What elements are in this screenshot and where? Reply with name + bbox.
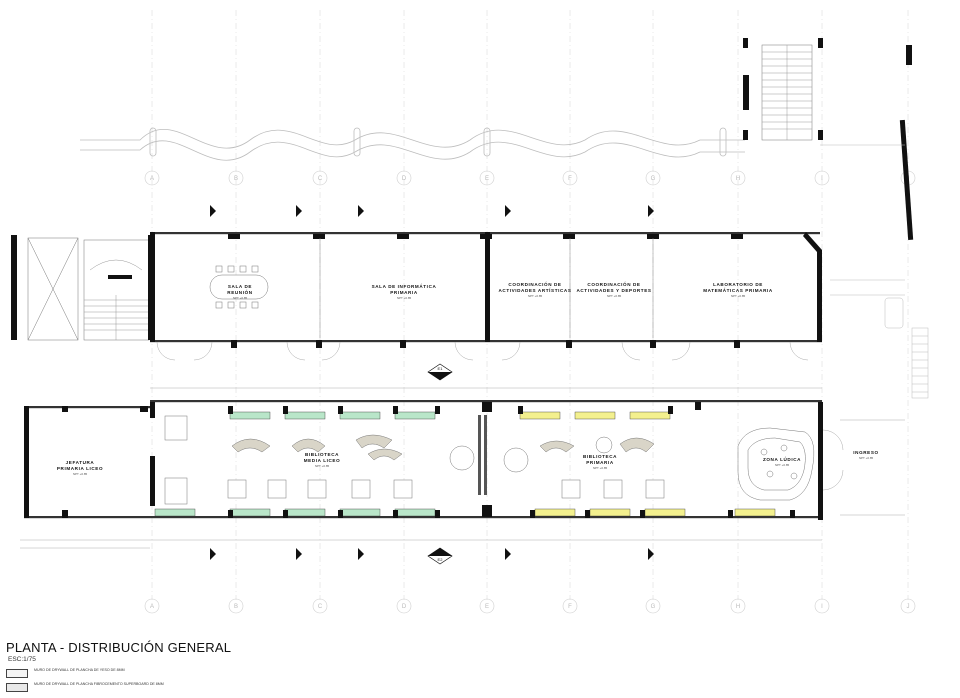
e1-label: E1	[438, 366, 444, 371]
coord-deportes-level: NPT +0.85	[607, 294, 622, 298]
axis-i-bottom: I	[821, 604, 823, 610]
axis-c-bottom: C	[318, 604, 323, 610]
axis-b-top: B	[234, 176, 238, 182]
upper-door-swings	[156, 341, 809, 361]
wavy-canopy	[80, 127, 745, 161]
room-label-coord-artisticas: COORDINACIÓN DE ACTIVIDADES ARTÍSTICAS N…	[498, 280, 571, 298]
drawing-title: PLANTA - DISTRIBUCIÓN GENERAL	[6, 640, 232, 655]
reading-tables	[164, 415, 665, 505]
axis-bubbles-bottom	[144, 598, 916, 614]
drawing-scale: ESC:1/75	[8, 656, 36, 663]
coord-artisticas-line1: COORDINACIÓN DE	[508, 280, 561, 287]
zona-ludica-play-area	[737, 427, 815, 501]
axis-h-bottom: H	[736, 604, 740, 610]
sala-informatica-level: NPT +0.85	[397, 296, 412, 300]
axis-g-bottom: G	[651, 604, 656, 610]
axis-a-bottom: A	[150, 604, 154, 610]
axis-g-top: G	[651, 176, 656, 182]
sala-reunion-line1: SALA DE	[228, 284, 252, 289]
axis-d-bottom: D	[402, 604, 407, 610]
axis-f-top: F	[568, 176, 572, 182]
sala-reunion-level: NPT +0.85	[233, 296, 248, 300]
coord-artisticas-level: NPT +0.85	[528, 294, 543, 298]
zona-ludica-level: NPT +0.85	[775, 463, 790, 467]
biblioteca-primaria-level: NPT +0.85	[593, 466, 608, 470]
sala-informatica-line1: SALA DE INFORMÁTICA	[372, 283, 437, 289]
room-label-lab-matematicas: LABORATORIO DE MATEMÁTICAS PRIMARIA NPT …	[703, 282, 773, 298]
axis-letters-top: A B C D E F G H I J	[150, 176, 910, 182]
axis-e-top: E	[485, 176, 489, 182]
biblioteca-primaria-line2: PRIMARIA	[586, 460, 614, 465]
ingreso-line1: INGRESO	[853, 450, 878, 455]
section-marks	[210, 205, 654, 560]
lounge-furniture	[231, 434, 655, 461]
legend-swatch-fibrocemento	[6, 683, 28, 692]
biblioteca-liceo-line2: MEDIA LICEO	[304, 458, 341, 463]
jefatura-level: NPT +0.85	[73, 472, 88, 476]
axis-d-top: D	[402, 176, 407, 182]
right-stair-walls	[743, 38, 914, 240]
axis-b-bottom: B	[234, 604, 238, 610]
legend-text-fibrocemento: MURO DE DRYWALL DE PLANCHA FIBROCEMENTO …	[34, 682, 164, 686]
lab-matematicas-line1: LABORATORIO DE	[713, 282, 763, 287]
axis-j-bottom: J	[907, 604, 910, 610]
ingreso-doors	[822, 419, 905, 516]
sala-informatica-line2: PRIMARIA	[390, 290, 418, 295]
right-stair	[761, 44, 813, 141]
round-tables	[449, 436, 613, 473]
left-stair	[27, 237, 150, 341]
room-label-ingreso: INGRESO NPT +0.85	[853, 450, 878, 460]
room-label-biblioteca-primaria: BIBLIOTECA PRIMARIA NPT +0.85	[583, 454, 617, 470]
coord-deportes-line1: COORDINACIÓN DE	[587, 280, 640, 287]
axis-e-bottom: E	[485, 604, 489, 610]
shelf-dividers	[228, 406, 795, 518]
room-label-jefatura: JEFATURA PRIMARIA LICEO NPT +0.85	[57, 460, 103, 476]
legend-row-yeso: MURO DE DRYWALL DE PLANCHA DE YESO DE 8m…	[6, 668, 406, 678]
upper-walls	[150, 232, 822, 348]
coord-artisticas-line2: ACTIVIDADES ARTÍSTICAS	[498, 286, 571, 293]
room-label-sala-informatica: SALA DE INFORMÁTICA PRIMARIA NPT +0.85	[372, 283, 437, 300]
legend-text-yeso: MURO DE DRYWALL DE PLANCHA DE YESO DE 8m…	[34, 668, 125, 672]
legend-row-fibrocemento: MURO DE DRYWALL DE PLANCHA FIBROCEMENTO …	[6, 682, 406, 692]
axis-c-top: C	[318, 176, 323, 182]
biblioteca-primaria-line1: BIBLIOTECA	[583, 454, 617, 459]
legend-swatch-yeso	[6, 669, 28, 678]
room-label-coord-deportes: COORDINACIÓN DE ACTIVIDADES Y DEPORTES N…	[576, 280, 651, 298]
room-label-zona-ludica: ZONA LÚDICA NPT +0.85	[763, 456, 801, 467]
jefatura-line2: PRIMARIA LICEO	[57, 466, 103, 471]
meeting-table	[209, 265, 269, 309]
lab-matematicas-line2: MATEMÁTICAS PRIMARIA	[703, 287, 773, 293]
e2-label: E2	[438, 557, 444, 562]
biblioteca-liceo-line1: BIBLIOTECA	[305, 452, 339, 457]
biblioteca-liceo-level: NPT +0.85	[315, 464, 330, 468]
ingreso-level: NPT +0.85	[859, 456, 874, 460]
room-label-biblioteca-liceo: BIBLIOTECA MEDIA LICEO NPT +0.85	[304, 452, 341, 468]
elevation-marker-e1: E1	[427, 363, 453, 381]
book-tower	[478, 415, 487, 495]
dimension-lines	[20, 387, 822, 549]
coord-deportes-line2: ACTIVIDADES Y DEPORTES	[576, 288, 651, 293]
axis-i-top: I	[821, 176, 823, 182]
axis-h-top: H	[736, 176, 740, 182]
lab-matematicas-level: NPT +0.85	[731, 294, 746, 298]
axis-letters-bottom: A B C D E F G H I J	[150, 604, 910, 610]
axis-f-bottom: F	[568, 604, 572, 610]
axis-bubbles-top	[144, 170, 916, 186]
jefatura-line1: JEFATURA	[66, 460, 95, 465]
sala-reunion-line2: REUNIÓN	[227, 288, 252, 295]
title-block: PLANTA - DISTRIBUCIÓN GENERAL ESC:1/75 M…	[6, 640, 406, 696]
room-levels-misc: NPT +0.85	[233, 296, 248, 300]
upper-partitions	[319, 238, 654, 338]
room-label-sala-reunion: SALA DE REUNIÓN	[227, 284, 252, 295]
lower-walls	[24, 400, 823, 520]
elevation-marker-e2: E2	[427, 547, 453, 565]
zona-ludica-line1: ZONA LÚDICA	[763, 456, 801, 462]
right-corridor	[820, 144, 929, 399]
axis-a-top: A	[150, 176, 154, 182]
